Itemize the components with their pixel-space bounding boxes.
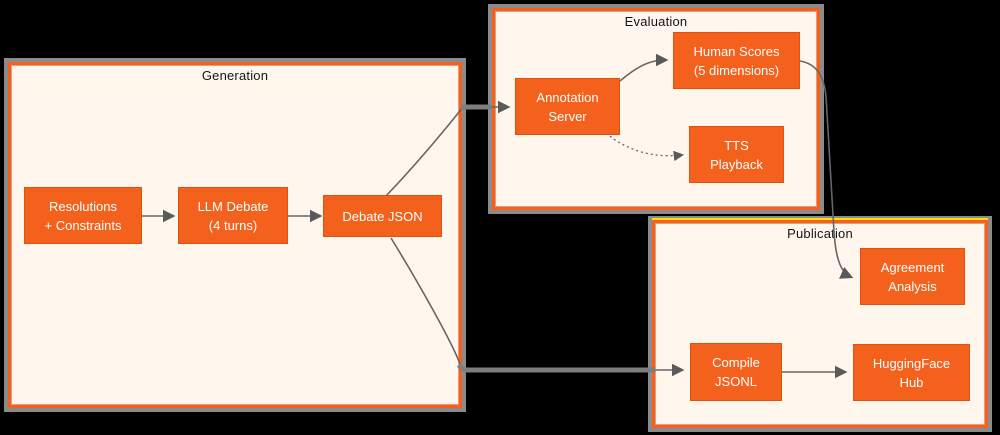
node-llm-debate: LLM Debate (4 turns) xyxy=(178,187,288,244)
node-label: (4 turns) xyxy=(208,217,258,233)
node-resolutions-constraints: Resolutions + Constraints xyxy=(24,187,142,244)
node-label: Playback xyxy=(710,156,763,172)
node-annotation-server: Annotation Server xyxy=(515,78,620,135)
node-huggingface-hub: HuggingFace Hub xyxy=(853,344,970,401)
group-title-evaluation: Evaluation xyxy=(624,14,688,29)
group-title-generation: Generation xyxy=(201,68,269,83)
node-label: Human Scores xyxy=(693,43,780,59)
node-label: Agreement xyxy=(880,259,945,275)
node-label: Hub xyxy=(899,374,924,390)
node-label: Annotation xyxy=(536,89,599,105)
node-label: (5 dimensions) xyxy=(693,62,780,78)
node-label: HuggingFace xyxy=(872,355,951,371)
group-title-publication: Publication xyxy=(787,226,853,241)
node-label: Compile xyxy=(712,355,760,370)
node-compile-jsonl: Compile JSONL xyxy=(690,343,782,401)
node-label: Analysis xyxy=(888,278,937,294)
node-human-scores: Human Scores (5 dimensions) xyxy=(673,32,800,89)
node-label: Server xyxy=(548,108,587,124)
node-label: Resolutions xyxy=(49,198,117,214)
node-label: JSONL xyxy=(715,374,757,389)
edge-debate-json-to-compile-jsonl-gap xyxy=(456,363,655,373)
node-label: + Constraints xyxy=(44,217,122,233)
node-agreement-analysis: Agreement Analysis xyxy=(860,248,965,305)
node-debate-json: Debate JSON xyxy=(323,195,442,237)
node-label: LLM Debate xyxy=(197,198,269,214)
node-label: TTS xyxy=(724,137,749,153)
node-tts-playback: TTS Playback xyxy=(689,126,784,183)
node-label: Debate JSON xyxy=(342,208,423,224)
